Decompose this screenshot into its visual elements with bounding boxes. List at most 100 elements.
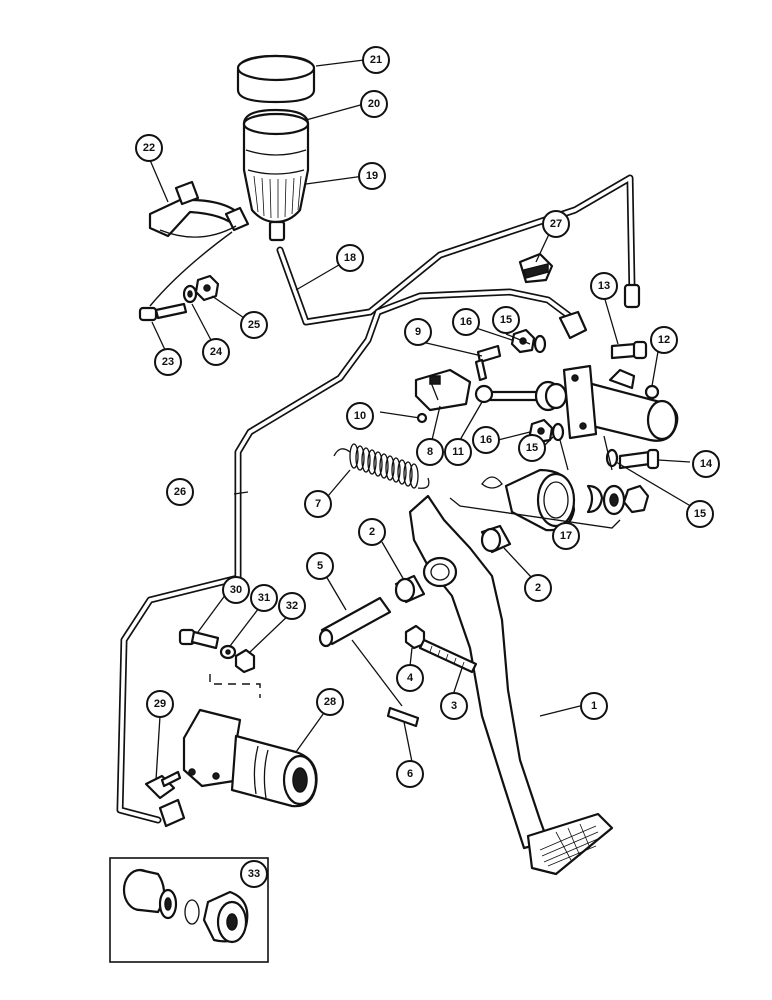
- clevis-pin-9: [474, 344, 502, 382]
- callout-22: 22: [135, 134, 163, 162]
- callout-14: 14: [692, 450, 720, 478]
- callout-1: 1: [580, 692, 608, 720]
- leader-lines: [149, 59, 695, 781]
- callout-14-label: 14: [700, 458, 713, 470]
- callout-11: 11: [444, 438, 472, 466]
- split-pin-10: [379, 411, 428, 424]
- pin-leader-line: [351, 639, 403, 707]
- callout-2-right-label: 2: [535, 582, 541, 594]
- master-cylinder-12: [562, 364, 679, 442]
- callout-18-label: 18: [344, 252, 356, 264]
- brake-line-26: [116, 288, 588, 828]
- callout-31: 31: [250, 584, 278, 612]
- callout-13: 13: [590, 272, 618, 300]
- washer-15-upper: [533, 334, 547, 354]
- callout-16-upper: 16: [452, 308, 480, 336]
- bleed-screw-29: [144, 770, 182, 800]
- callout-31-label: 31: [258, 592, 270, 604]
- tube-clip-27: [518, 252, 554, 284]
- callout-20-label: 20: [368, 98, 380, 110]
- callout-21: 21: [362, 46, 390, 74]
- reservoir-cap-21: [236, 54, 316, 104]
- clutch-pedal-1: [408, 494, 614, 876]
- callout-32: 32: [278, 592, 306, 620]
- callout-29: 29: [146, 690, 174, 718]
- callout-28: 28: [316, 688, 344, 716]
- callout-16-lower-label: 16: [480, 434, 492, 446]
- callout-5-label: 5: [317, 560, 323, 572]
- callout-bubbles: 21 20 19 22 23 24 25 18 27 13 12 14 15 1…: [135, 46, 720, 888]
- callout-3-label: 3: [451, 700, 457, 712]
- callout-19-label: 19: [366, 170, 378, 182]
- slave-cylinder-dashed-line: [209, 674, 261, 698]
- callout-24: 24: [202, 338, 230, 366]
- callout-20: 20: [360, 90, 388, 118]
- washer-31: [219, 644, 237, 660]
- reservoir-ribs: [253, 175, 302, 219]
- bolt-23: [138, 302, 188, 322]
- callout-1-label: 1: [591, 700, 597, 712]
- nut-32: [234, 648, 256, 674]
- bushing-2-left: [394, 574, 426, 604]
- pedal-pad-hatch: [539, 823, 601, 867]
- callout-15-lower-label: 15: [526, 442, 538, 454]
- callout-25-label: 25: [248, 319, 260, 331]
- callout-10: 10: [346, 402, 374, 430]
- bolt-14: [618, 448, 660, 470]
- callout-23: 23: [154, 348, 182, 376]
- callout-7-label: 7: [315, 498, 321, 510]
- callout-15-upper-label: 15: [500, 314, 512, 326]
- callout-30: 30: [222, 576, 250, 604]
- callout-9: 9: [404, 318, 432, 346]
- callout-28-label: 28: [324, 696, 336, 708]
- callout-18: 18: [336, 244, 364, 272]
- callout-24-label: 24: [210, 346, 223, 358]
- callout-8-label: 8: [427, 446, 433, 458]
- callout-25: 25: [240, 311, 268, 339]
- slave-cylinder-28: [182, 708, 318, 808]
- callout-2-left-label: 2: [369, 526, 375, 538]
- callout-4: 4: [396, 664, 424, 692]
- callout-27: 27: [542, 210, 570, 238]
- pushrod-11: [474, 380, 568, 412]
- brake-line-18: [276, 174, 641, 326]
- reservoir-body-19-20: [242, 108, 310, 242]
- callout-27-label: 27: [550, 218, 562, 230]
- bracket-leader-line: [149, 231, 233, 307]
- callout-32-label: 32: [286, 600, 298, 612]
- callout-16-lower: 16: [472, 426, 500, 454]
- bolt-13: [610, 340, 648, 360]
- washer-15-lower: [551, 422, 565, 442]
- callout-33-label: 33: [248, 868, 260, 880]
- callout-15-right-label: 15: [694, 508, 706, 520]
- callout-15-upper: 15: [492, 306, 520, 334]
- callout-8: 8: [416, 438, 444, 466]
- callout-6-label: 6: [407, 768, 413, 780]
- callout-16-upper-label: 16: [460, 316, 472, 328]
- callout-12: 12: [650, 326, 678, 354]
- callout-26: 26: [166, 478, 194, 506]
- callout-15-right: 15: [686, 500, 714, 528]
- clevis-8: [414, 368, 472, 412]
- callout-29-label: 29: [154, 698, 166, 710]
- roll-pin-6: [386, 706, 420, 728]
- callout-15-lower: 15: [518, 434, 546, 462]
- repair-kit-17: [449, 435, 650, 532]
- callout-17: 17: [552, 522, 580, 550]
- callout-7: 7: [304, 490, 332, 518]
- callout-23-label: 23: [162, 356, 174, 368]
- bolt-30: [178, 628, 220, 650]
- adjusting-bolt-3: [418, 638, 478, 674]
- callout-11-label: 11: [452, 446, 464, 458]
- callout-5: 5: [306, 552, 334, 580]
- washer-24: [182, 284, 198, 304]
- callout-33: 33: [240, 860, 268, 888]
- nut-25: [194, 274, 220, 302]
- callout-21-label: 21: [370, 54, 382, 66]
- callout-4-label: 4: [407, 672, 414, 684]
- bushing-2-right: [480, 524, 512, 554]
- callout-30-label: 30: [230, 584, 242, 596]
- callout-22-label: 22: [143, 142, 155, 154]
- callout-13-label: 13: [598, 280, 610, 292]
